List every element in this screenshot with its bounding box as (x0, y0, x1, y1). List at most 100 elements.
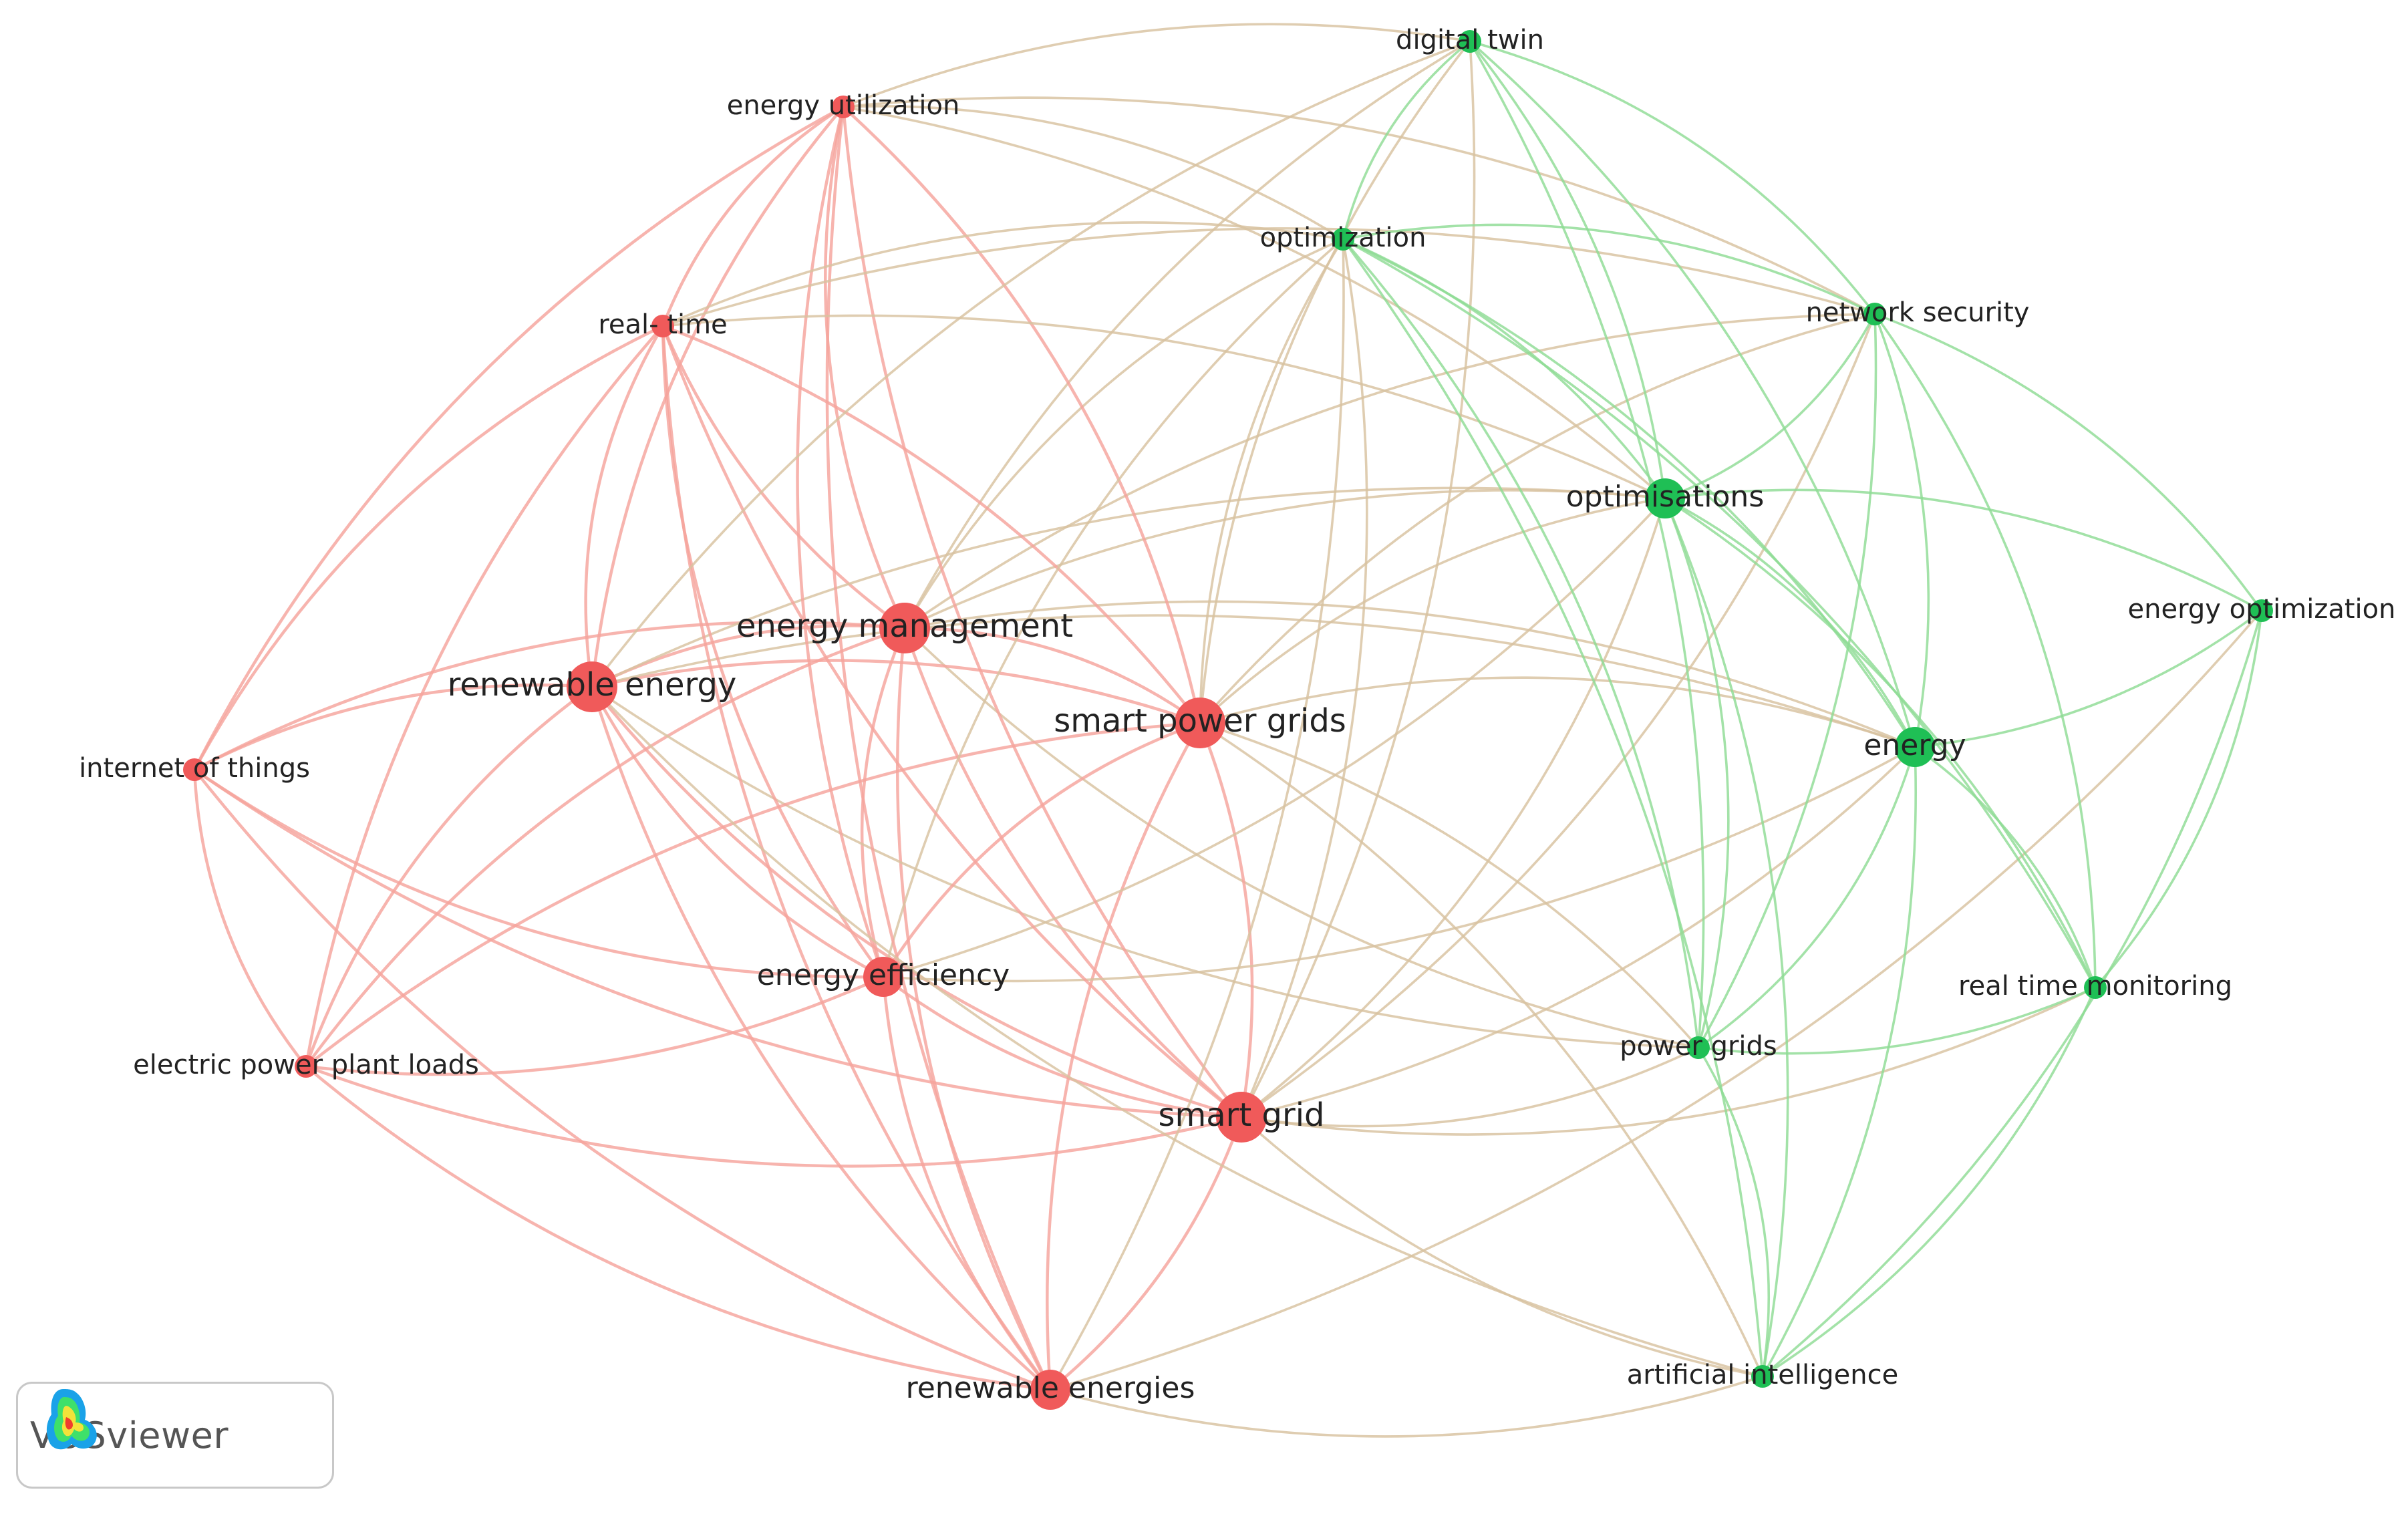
node-label-renewable-energy: renewable energy (448, 666, 737, 704)
link-renewable-energies-electric-power-plant-loads (305, 1065, 1051, 1392)
link-optimization-real-time-monitoring (1342, 238, 2097, 988)
link-digital-twin-network-security (1469, 40, 1876, 315)
node-label-energy: energy (1863, 728, 1966, 762)
link-energy-utilization-optimization (843, 105, 1344, 241)
link-smart-power-grids-digital-twin (1199, 40, 1471, 724)
link-optimisations-energy-optimization (1664, 488, 2262, 612)
node-label-renewable-energies: renewable energies (906, 1371, 1195, 1405)
node-smart-power-grids[interactable] (1175, 698, 1225, 748)
node-renewable-energy[interactable] (567, 661, 617, 712)
link-optimization-power-grids (1342, 238, 1700, 1048)
link-smart-power-grids-optimization (1199, 239, 1344, 724)
edge-layer (192, 23, 2263, 1438)
link-energy-energy-optimization (1914, 609, 2263, 748)
node-label-electric-power-plant-loads: electric power plant loads (133, 1050, 479, 1080)
link-energy-artificial-intelligence (1761, 746, 1918, 1377)
node-label-energy-management: energy management (736, 607, 1073, 645)
node-real-time[interactable] (651, 315, 674, 337)
node-real-time-monitoring[interactable] (2084, 976, 2107, 999)
link-energy-efficiency-real-time (661, 325, 885, 978)
node-energy-optimization[interactable] (2250, 599, 2273, 622)
link-internet-of-things-energy-utilization (192, 106, 845, 771)
link-digital-twin-smart-grid (1240, 41, 1476, 1118)
vosviewer-logo-icon (46, 1389, 97, 1450)
link-smart-power-grids-real-time (662, 324, 1201, 724)
node-label-smart-grid: smart grid (1159, 1096, 1325, 1134)
link-real-time-internet-of-things (193, 324, 663, 771)
node-optimisations[interactable] (1645, 478, 1685, 518)
link-renewable-energy-energy-utilization (590, 106, 845, 688)
node-label-optimisations: optimisations (1566, 480, 1765, 514)
link-energy-efficiency-optimization (882, 238, 1344, 977)
link-real-time-optimisations (662, 314, 1666, 500)
node-energy-efficiency[interactable] (863, 957, 903, 997)
link-energy-management-real-time (661, 325, 906, 629)
node-energy[interactable] (1895, 727, 1935, 767)
node-label-energy-optimization: energy optimization (2128, 594, 2396, 625)
link-real-time-monitoring-power-grids (1698, 986, 2096, 1055)
link-smart-grid-electric-power-plant-loads (305, 1064, 1242, 1168)
link-renewable-energies-artificial-intelligence (1050, 1375, 1763, 1438)
link-energy-utilization-digital-twin (843, 23, 1471, 108)
link-energy-efficiency-electric-power-plant-loads (305, 975, 884, 1076)
link-optimisations-real-time-monitoring (1664, 497, 2097, 988)
node-internet-of-things[interactable] (183, 758, 206, 781)
link-renewable-energy-smart-power-grids (591, 659, 1201, 725)
link-smart-power-grids-energy-efficiency (882, 721, 1201, 978)
node-label-optimization: optimization (1260, 222, 1426, 253)
node-label-internet-of-things: internet of things (79, 753, 310, 784)
link-energy-optimization-artificial-intelligence (1761, 610, 2263, 1378)
link-energy-management-electric-power-plant-loads (305, 626, 905, 1068)
node-network-security[interactable] (1863, 303, 1886, 325)
link-energy-management-energy (904, 600, 1916, 748)
link-real-time-electric-power-plant-loads (304, 325, 664, 1067)
link-smart-power-grids-smart-grid (1198, 722, 1254, 1118)
link-smart-grid-network-security (1240, 313, 1876, 1118)
link-energy-utilization-optimisations (843, 106, 1666, 500)
link-energy-efficiency-energy-utilization (796, 106, 885, 977)
link-renewable-energy-smart-grid (591, 686, 1242, 1119)
node-label-power-grids: power grids (1620, 1031, 1777, 1062)
link-smart-power-grids-renewable-energies (1046, 722, 1201, 1390)
link-digital-twin-power-grids (1469, 41, 1705, 1048)
node-smart-grid[interactable] (1216, 1092, 1267, 1143)
node-electric-power-plant-loads[interactable] (295, 1055, 317, 1078)
link-network-security-power-grids (1697, 313, 1877, 1048)
link-renewable-energies-real-time (661, 325, 1052, 1391)
node-digital-twin[interactable] (1459, 30, 1481, 53)
node-label-energy-efficiency: energy efficiency (757, 958, 1010, 992)
link-energy-efficiency-internet-of-things (193, 768, 884, 979)
link-network-security-energy (1873, 313, 1930, 748)
link-smart-grid-energy (1241, 746, 1916, 1118)
node-energy-utilization[interactable] (832, 96, 855, 118)
link-real-time-energy-utilization (661, 106, 845, 327)
node-energy-management[interactable] (879, 603, 930, 653)
link-energy-efficiency-energy (883, 746, 1916, 983)
node-artificial-intelligence[interactable] (1751, 1365, 1774, 1388)
link-energy-management-network-security (903, 313, 1875, 629)
link-optimization-energy (1342, 238, 1916, 748)
link-renewable-energy-power-grids (591, 686, 1699, 1049)
link-smart-grid-optimization (1240, 239, 1368, 1118)
link-energy-efficiency-optimisations (883, 497, 1666, 978)
link-smart-power-grids-energy-utilization (842, 106, 1202, 724)
node-power-grids[interactable] (1687, 1036, 1710, 1059)
link-energy-management-digital-twin (903, 40, 1471, 629)
link-energy-optimization-real-time-monitoring (2094, 610, 2263, 989)
link-smart-grid-power-grids (1241, 1046, 1699, 1128)
node-label-energy-utilization: energy utilization (727, 90, 960, 121)
link-network-security-optimisations (1664, 313, 1876, 500)
link-digital-twin-renewable-energy (591, 40, 1471, 688)
node-optimization[interactable] (1332, 228, 1354, 251)
link-smart-grid-real-time-monitoring (1241, 986, 2096, 1136)
node-renewable-energies[interactable] (1030, 1370, 1070, 1410)
link-optimisations-artificial-intelligence (1664, 498, 1789, 1377)
link-digital-twin-optimisations (1469, 40, 1666, 499)
link-renewable-energy-internet-of-things (193, 684, 593, 771)
link-power-grids-artificial-intelligence (1697, 1047, 1771, 1377)
link-energy-real-time-monitoring (1914, 746, 2097, 988)
link-renewable-energies-optimization (1049, 239, 1345, 1390)
node-label-artificial-intelligence: artificial intelligence (1627, 1360, 1898, 1390)
